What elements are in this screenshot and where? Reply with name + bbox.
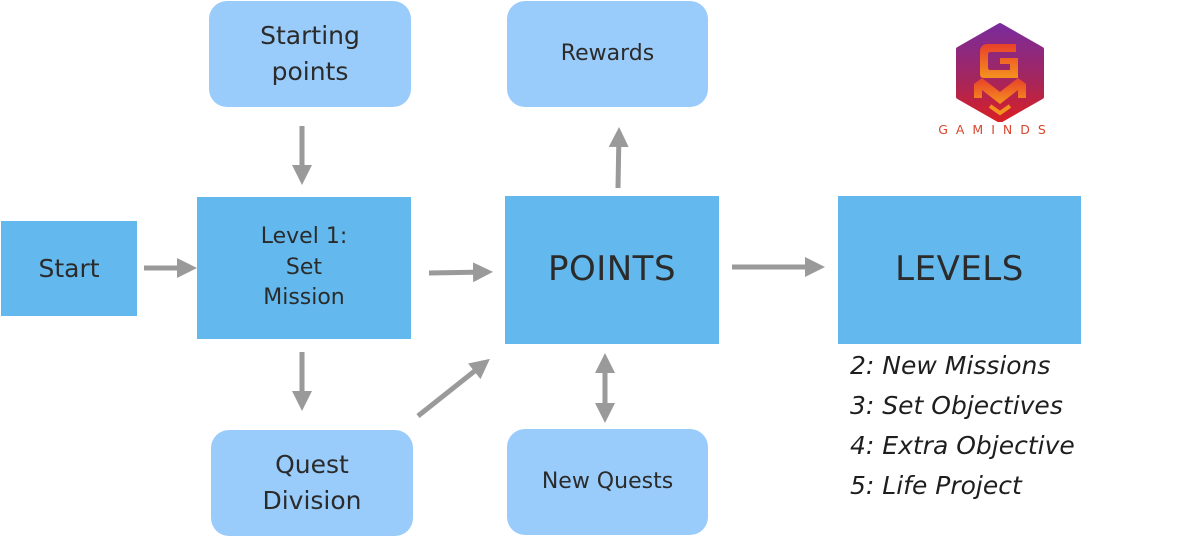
node-levels: LEVELS	[838, 196, 1081, 344]
node-quest-division-label: Quest Division	[262, 449, 362, 515]
arrow-questdivision-to-points	[416, 358, 490, 418]
levels-list-item: 2: New Missions	[850, 351, 1051, 380]
node-quest-division: Quest Division	[211, 430, 413, 536]
node-starting-points-label: Starting points	[260, 20, 360, 86]
node-rewards-label: Rewards	[560, 40, 655, 66]
levels-list-item: 3: Set Objectives	[850, 391, 1063, 420]
node-level1-set-mission: Level 1: Set Mission	[197, 197, 411, 339]
node-levels-label: LEVELS	[895, 249, 1024, 290]
node-level1-label: Level 1: Set Mission	[260, 223, 348, 311]
levels-list-item: 4: Extra Objective	[850, 431, 1075, 460]
node-points: POINTS	[505, 196, 719, 344]
node-starting-points: Starting points	[209, 1, 411, 107]
node-rewards: Rewards	[507, 1, 708, 107]
node-start: Start	[1, 221, 137, 316]
gaminds-logo-icon	[956, 23, 1044, 122]
arrow-level1-to-points	[428, 262, 493, 283]
node-new-quests: New Quests	[507, 429, 708, 535]
levels-list: 2: New Missions 3: Set Objectives 4: Ext…	[850, 346, 1075, 506]
arrow-points-to-rewards	[608, 127, 629, 189]
node-new-quests-label: New Quests	[541, 468, 674, 494]
node-start-label: Start	[38, 254, 100, 283]
logo-wordmark: GAMINDS	[938, 122, 1054, 137]
node-points-label: POINTS	[547, 249, 677, 290]
levels-list-item: 5: Life Project	[850, 471, 1022, 500]
